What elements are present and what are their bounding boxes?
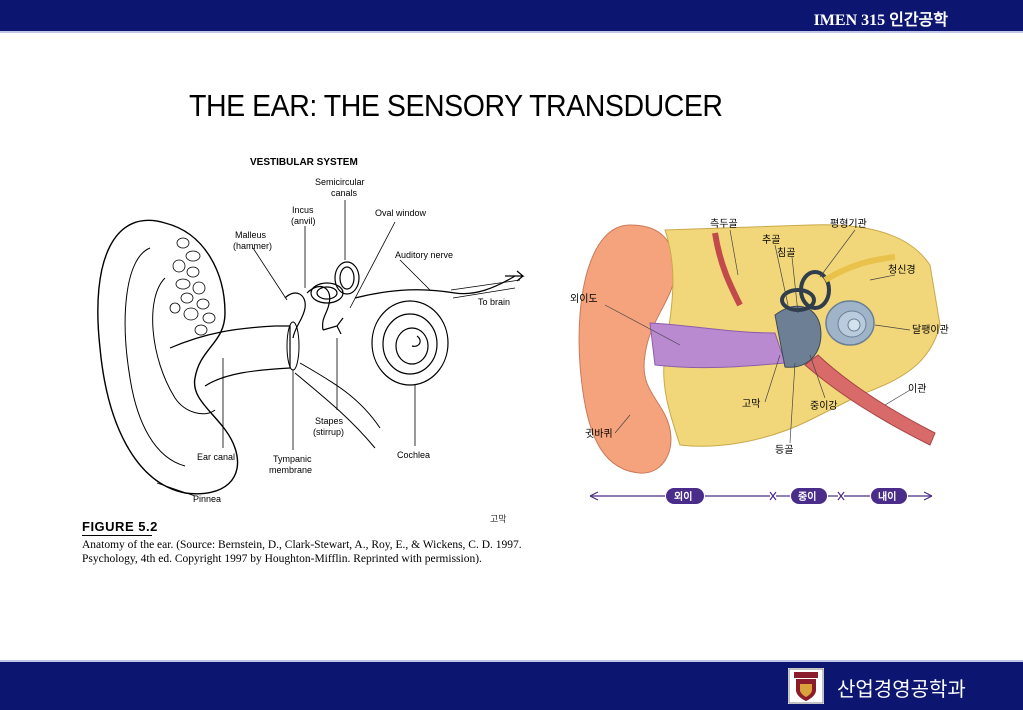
top-header-bar: IMEN 315 인간공학 xyxy=(0,0,1023,33)
label-pinnea: Pinnea xyxy=(193,494,221,504)
semicircular-canals-shape xyxy=(310,261,360,304)
label-malleus-1: Malleus xyxy=(235,230,267,240)
department-label: 산업경영공학과 xyxy=(837,677,966,701)
pinna-inner-fold xyxy=(124,247,186,467)
label-semicircular-1: Semicircular xyxy=(315,177,365,187)
label-incus-kr: 침골 xyxy=(777,247,795,259)
color-middle-ear xyxy=(774,305,822,368)
label-incus-1: Incus xyxy=(292,205,314,215)
vestibular-system-heading: VESTIBULAR SYSTEM xyxy=(250,157,358,168)
color-cochlea xyxy=(825,300,875,346)
label-oval-window: Oval window xyxy=(375,208,427,218)
region-outer-label: 외이 xyxy=(674,490,692,503)
label-temporal-bone: 측두골 xyxy=(710,218,738,230)
figure-number: FIGURE 5.2 xyxy=(82,519,158,534)
caption-line-1: Anatomy of the ear. (Source: Bernstein, … xyxy=(82,539,522,551)
label-auditory-nerve-kr: 청신경 xyxy=(888,263,916,276)
label-cochlea: Cochlea xyxy=(397,450,430,460)
label-malleus-kr: 추골 xyxy=(762,234,780,246)
color-auditory-nerve xyxy=(823,254,896,283)
label-eardrum-kr: 고막 xyxy=(742,398,760,410)
region-middle-pill xyxy=(791,488,827,504)
figure-caption: FIGURE 5.2 Anatomy of the ear. (Source: … xyxy=(82,520,532,566)
incus-shape xyxy=(306,285,331,331)
ear-canal-shape xyxy=(169,325,291,387)
label-incus-2: (anvil) xyxy=(291,216,316,226)
label-stapes-1: Stapes xyxy=(315,416,344,426)
label-ear-canal: Ear canal xyxy=(197,452,235,462)
label-stapes-kr: 등골 xyxy=(775,444,793,456)
caption-line-2: Psychology, 4th ed. Copyright 1997 by Ho… xyxy=(82,553,482,565)
course-label: IMEN 315 인간공학 xyxy=(813,12,948,29)
label-auditory-nerve: Auditory nerve xyxy=(395,250,453,260)
ear-color-illustration: 측두골 평형기관 추골 침골 청신경 외이도 달팽이관 이관 고막 중이강 귓바… xyxy=(570,205,970,515)
ear-anatomy-diagram: VESTIBULAR SYSTEM Semicircular canals In… xyxy=(75,148,535,508)
label-middle-ear-kr: 중이강 xyxy=(810,400,838,412)
university-logo xyxy=(788,668,824,704)
region-inner-label: 내이 xyxy=(878,490,896,503)
label-stapes-2: (stirrup) xyxy=(313,427,344,437)
label-tympanic-1: Tympanic xyxy=(273,454,312,464)
region-middle-label: 중이 xyxy=(798,490,816,503)
label-vestibular-organ: 평형기관 xyxy=(830,218,867,230)
to-brain-arrow xyxy=(505,270,525,282)
color-eustachian-tube xyxy=(804,354,936,446)
pinna-concha xyxy=(152,277,216,415)
region-inner-pill xyxy=(871,488,907,504)
tympanic-membrane-shape xyxy=(286,321,300,371)
ear-anatomy-svg: VESTIBULAR SYSTEM Semicircular canals In… xyxy=(97,157,525,504)
label-ear-canal-kr: 외이도 xyxy=(570,293,598,305)
region-outer-pill xyxy=(666,488,704,504)
stray-label-eardrum: 고막 xyxy=(490,514,507,524)
slide-title: THE EAR: THE SENSORY TRANSDUCER xyxy=(189,88,723,123)
label-tympanic-2: membrane xyxy=(269,465,312,475)
label-pinna-kr: 귓바퀴 xyxy=(585,427,613,440)
malleus-shape xyxy=(284,292,306,339)
ear-color-svg: 측두골 평형기관 추골 침골 청신경 외이도 달팽이관 이관 고막 중이강 귓바… xyxy=(570,218,949,504)
bottom-footer-bar: 산업경영공학과 xyxy=(0,660,1023,710)
mastoid-cells xyxy=(169,237,216,336)
label-malleus-2: (hammer) xyxy=(233,241,272,251)
caption-rule xyxy=(82,535,152,536)
label-to-brain: To brain xyxy=(478,297,510,307)
label-semicircular-2: canals xyxy=(331,188,358,198)
pinna-outline xyxy=(97,219,239,495)
region-bar xyxy=(589,491,933,501)
stapes-shape xyxy=(322,317,344,335)
label-eustachian-kr: 이관 xyxy=(908,383,926,395)
auditory-nerve-shape xyxy=(354,275,516,299)
label-cochlea-kr: 달팽이관 xyxy=(912,324,949,336)
crest-icon xyxy=(788,668,824,704)
cochlea-shape xyxy=(371,300,449,386)
